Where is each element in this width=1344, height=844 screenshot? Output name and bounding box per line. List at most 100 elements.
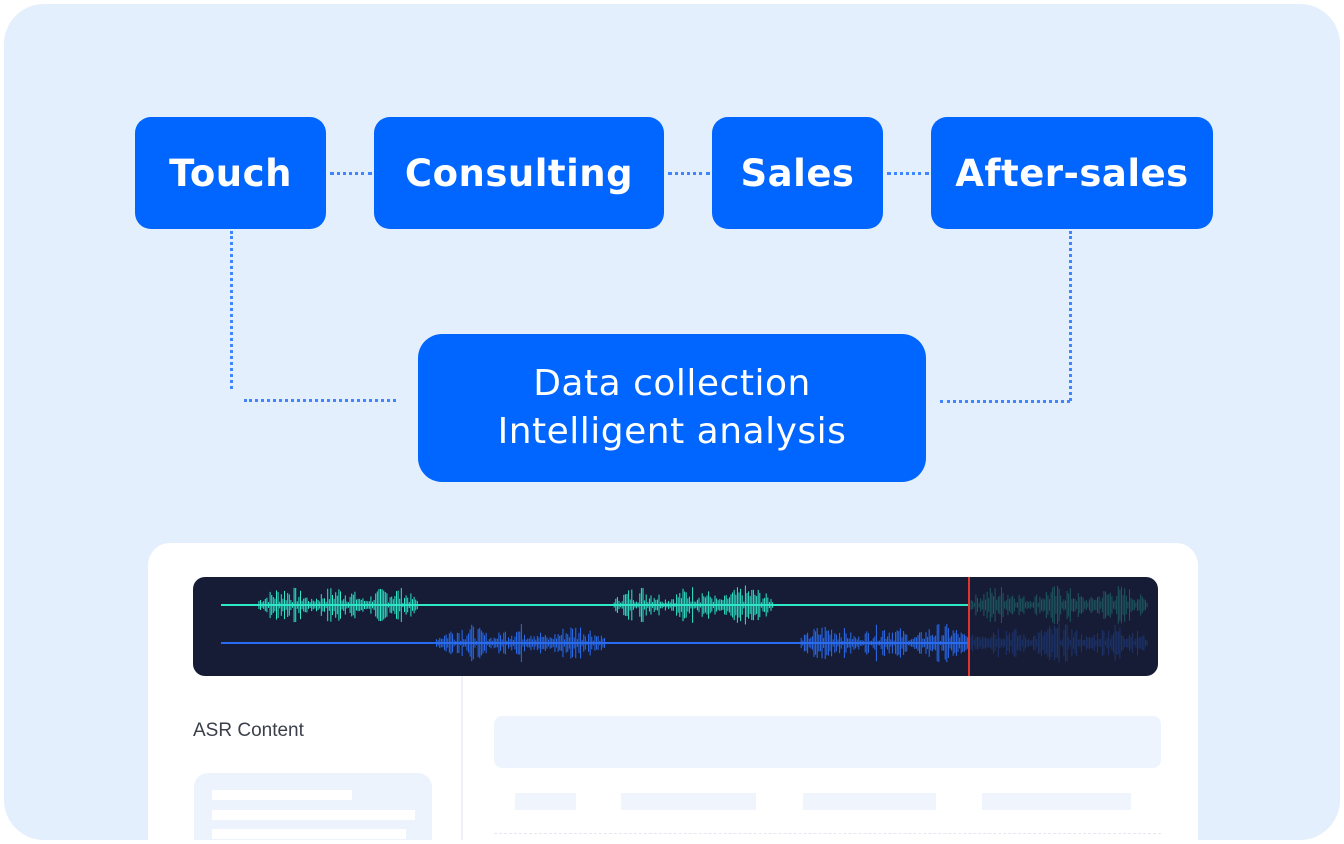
channel-b-sample — [546, 637, 548, 649]
channel-b-sample — [485, 632, 487, 654]
channel-b-sample — [816, 628, 818, 658]
channel-b-sample — [463, 639, 465, 647]
channel-b-sample — [1106, 637, 1108, 649]
channel-a-sample — [399, 598, 401, 612]
channel-a-sample — [767, 597, 769, 613]
channel-a-sample — [365, 600, 367, 610]
channel-b-sample — [484, 635, 486, 651]
channel-b-sample — [856, 639, 858, 647]
waveform-player[interactable] — [193, 577, 1158, 676]
channel-a-sample — [384, 592, 386, 618]
channel-b-sample — [442, 638, 444, 648]
channel-a-sample — [1036, 594, 1038, 616]
channel-b-sample — [1111, 635, 1113, 651]
divider — [461, 676, 463, 840]
channel-a-sample — [756, 596, 758, 614]
channel-b-sample — [1098, 639, 1100, 647]
channel-a-sample — [704, 597, 706, 613]
channel-a-sample — [1001, 587, 1002, 623]
channel-a-sample — [1037, 602, 1039, 608]
channel-b-sample — [827, 630, 829, 656]
channel-b-sample — [1074, 632, 1076, 654]
channel-a-sample — [332, 594, 333, 616]
channel-b-sample — [1129, 634, 1130, 652]
channel-b-sample — [904, 634, 906, 652]
channel-a-sample — [340, 591, 341, 619]
channel-a-sample — [1097, 596, 1098, 614]
channel-a-sample — [1076, 601, 1078, 609]
channel-a-sample — [674, 602, 676, 608]
channel-a-sample — [696, 599, 698, 611]
channel-a-sample — [306, 597, 308, 613]
channel-a-sample — [373, 599, 375, 611]
channel-b-sample — [911, 639, 913, 647]
channel-a-sample — [1026, 600, 1028, 610]
channel-b-sample — [980, 639, 982, 647]
channel-a-sample — [751, 589, 753, 621]
search-bar-placeholder[interactable] — [494, 716, 1161, 768]
channel-b-sample — [915, 637, 917, 649]
channel-a-sample — [357, 598, 359, 612]
channel-a-sample — [722, 600, 724, 610]
asr-text-card — [194, 773, 432, 840]
channel-a-sample — [725, 595, 727, 615]
channel-b-sample — [456, 632, 458, 654]
channel-b-sample — [885, 638, 887, 648]
channel-b-sample — [939, 640, 941, 646]
channel-a-sample — [413, 596, 415, 614]
channel-a-sample — [276, 590, 277, 620]
channel-b-sample — [536, 635, 538, 651]
channel-b-sample — [843, 628, 845, 658]
channel-b-sample — [559, 635, 561, 651]
channel-b-sample — [805, 634, 807, 652]
channel-a-sample — [1015, 602, 1017, 608]
channel-b-sample — [1029, 640, 1031, 646]
stage-label: Touch — [169, 151, 292, 195]
channel-b-sample — [1092, 636, 1094, 650]
channel-a-sample — [1079, 596, 1081, 614]
channel-b-sample — [506, 640, 508, 646]
channel-b-sample — [576, 639, 578, 647]
channel-a-sample — [1127, 601, 1129, 609]
channel-b-sample — [572, 628, 574, 658]
channel-a-sample — [336, 595, 338, 615]
channel-b-sample — [903, 631, 905, 655]
channel-a-sample — [1055, 596, 1057, 614]
channel-a-sample — [392, 599, 394, 611]
channel-b-sample — [1061, 639, 1063, 647]
channel-a-sample — [709, 596, 711, 614]
channel-b-sample — [1140, 637, 1142, 649]
channel-b-sample — [933, 636, 935, 650]
channel-b-sample — [875, 624, 877, 662]
channel-b-sample — [1093, 635, 1095, 651]
channel-a-sample — [303, 598, 305, 612]
channel-b-sample — [573, 637, 575, 649]
channel-a-sample — [703, 596, 705, 614]
channel-b-sample — [528, 638, 530, 648]
channel-b-sample — [517, 631, 519, 655]
channel-a-sample — [383, 590, 385, 620]
channel-b-sample — [931, 634, 933, 652]
channel-a-sample — [352, 594, 354, 616]
channel-b-sample — [1125, 639, 1127, 647]
channel-b-sample — [509, 639, 511, 647]
channel-b-sample — [511, 635, 513, 651]
channel-a-sample — [744, 585, 746, 625]
channel-b-sample — [1057, 628, 1058, 658]
channel-b-sample — [453, 639, 455, 647]
channel-b-sample — [516, 632, 518, 654]
channel-b-sample — [944, 626, 946, 660]
channel-a-sample — [754, 594, 756, 616]
channel-b-sample — [839, 632, 841, 654]
channel-a-sample — [743, 601, 745, 609]
channel-a-sample — [1122, 595, 1124, 615]
channel-a-sample — [400, 588, 402, 622]
channel-b-sample — [891, 632, 893, 654]
channel-a-sample — [402, 602, 404, 608]
channel-a-sample — [1132, 599, 1134, 611]
channel-b-sample — [1053, 625, 1055, 661]
channel-a-sample — [1101, 597, 1103, 613]
channel-b-sample — [863, 640, 865, 646]
asr-content-label: ASR Content — [193, 720, 304, 741]
channel-a-sample — [764, 597, 766, 613]
